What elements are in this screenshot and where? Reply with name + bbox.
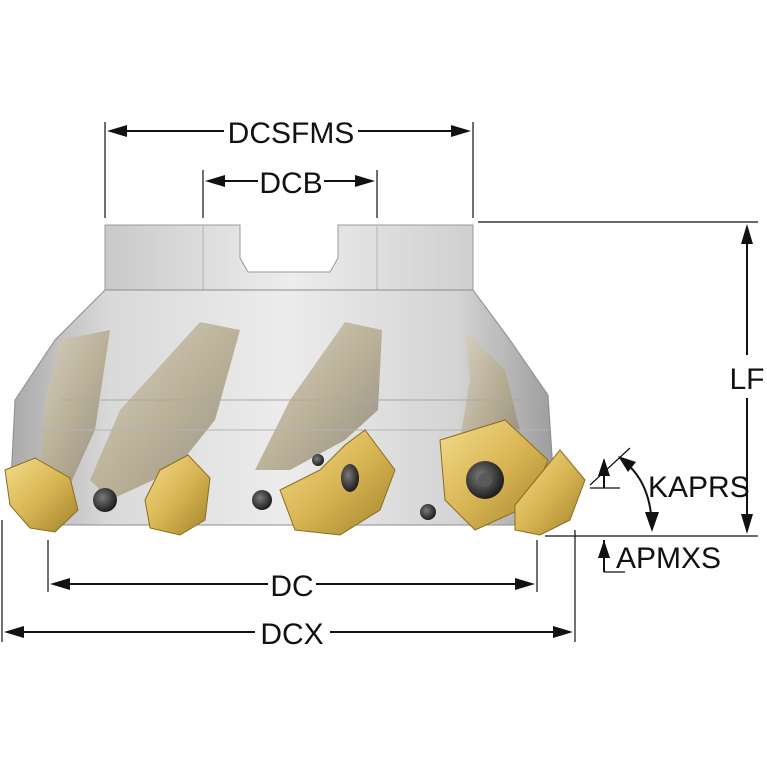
flute-1 bbox=[40, 330, 110, 485]
insert-5 bbox=[514, 449, 586, 536]
kaprs-label: KAPRS bbox=[648, 471, 750, 504]
insert-1 bbox=[4, 457, 79, 533]
screw-2 bbox=[252, 490, 272, 510]
inserts bbox=[4, 419, 586, 536]
dc-label: DC bbox=[270, 570, 313, 603]
dcb-label: DCB bbox=[259, 167, 322, 200]
hub bbox=[104, 224, 474, 291]
flute-2 bbox=[90, 322, 240, 500]
lf-label: LF bbox=[729, 363, 764, 396]
flute-3 bbox=[255, 322, 382, 470]
dimensions: DCSFMS DCB LF KAPRS APMXS DC bbox=[1, 117, 765, 651]
apmxs-label: APMXS bbox=[616, 542, 721, 575]
screw-1 bbox=[93, 488, 117, 512]
dcx-label: DCX bbox=[260, 618, 323, 651]
screw-5 bbox=[420, 504, 436, 520]
insert-3 bbox=[279, 429, 396, 536]
screw-3 bbox=[341, 464, 359, 492]
insert-2 bbox=[144, 454, 211, 536]
screw-6 bbox=[312, 454, 324, 466]
dcsfms-label: DCSFMS bbox=[228, 117, 355, 150]
cutter-body bbox=[9, 224, 556, 526]
